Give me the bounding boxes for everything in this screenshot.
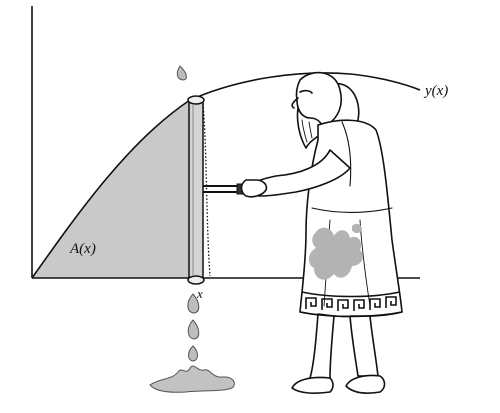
paint-stain <box>308 227 363 280</box>
scroll-icon <box>187 95 211 285</box>
curve-y <box>31 72 421 279</box>
shaded-area <box>32 100 190 278</box>
x-label: x <box>197 286 203 301</box>
paint-stain-small <box>352 223 362 233</box>
curve-label: y(x) <box>425 83 449 99</box>
falling-drops <box>187 293 200 362</box>
greek-key-border <box>299 291 403 318</box>
area-label: A(x) <box>70 241 96 257</box>
water-drop-icon <box>176 65 187 81</box>
puddle-icon <box>149 365 235 393</box>
